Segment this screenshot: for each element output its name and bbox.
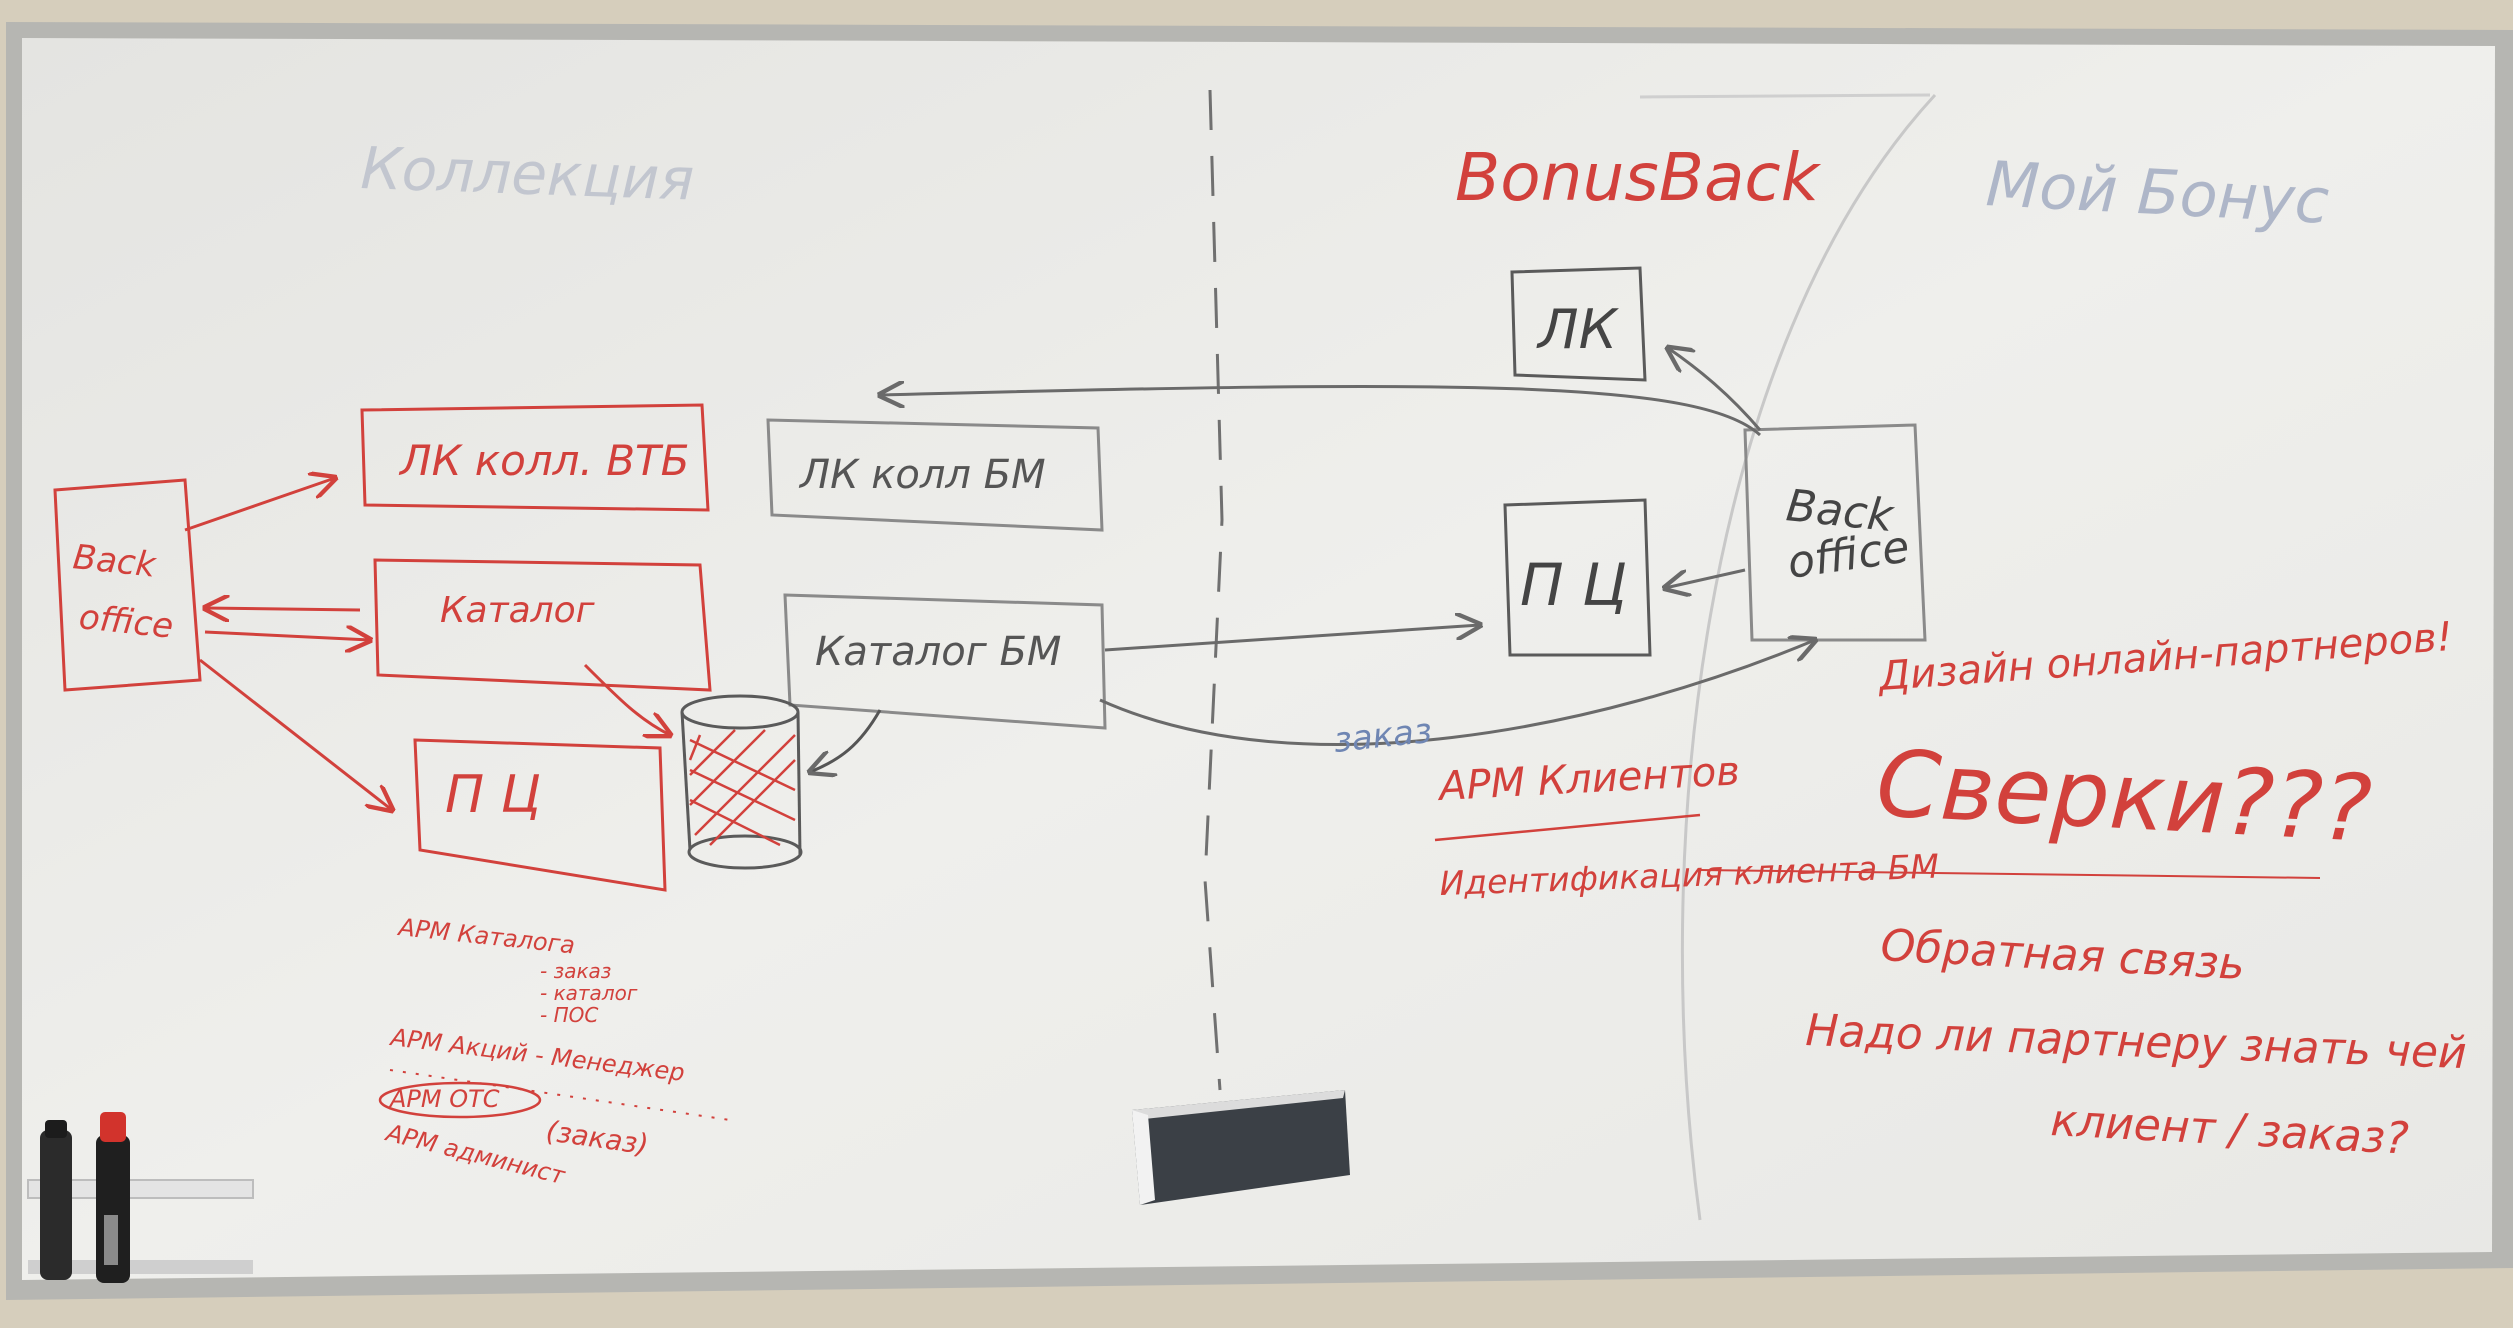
right-arrows — [880, 348, 1815, 746]
back-office-right-line1: Back — [1784, 480, 1897, 542]
divider-line — [1203, 89, 1224, 1091]
arm-clients-underline — [1434, 813, 1701, 842]
box-back-office-left — [53, 478, 202, 692]
arm-sub-2: - каталог — [540, 981, 638, 1005]
box-pc-right — [1503, 498, 1652, 657]
arm-dotted-line — [389, 1069, 731, 1121]
pc-right-label: П Ц — [1520, 551, 1627, 619]
faint-curve — [1680, 93, 1937, 1221]
catalog-label: Каталог — [440, 590, 596, 631]
box-lk-coll-vtb — [360, 403, 710, 512]
box-catalog-bm — [783, 593, 1107, 730]
database-cylinder — [680, 694, 803, 870]
board-surface — [22, 38, 2495, 1280]
eraser[interactable] — [1132, 1090, 1350, 1205]
arm-sub-3: - ПОС — [540, 1003, 598, 1027]
pc-left-label: П Ц — [445, 765, 541, 825]
red-marker[interactable] — [96, 1112, 130, 1283]
lk-right-label: ЛК — [1536, 298, 1620, 361]
marker-tray — [27, 1179, 254, 1274]
lk-coll-bm-label: ЛК колл БМ — [798, 452, 1046, 498]
box-lk-right — [1510, 266, 1647, 382]
lk-coll-vtb-label: ЛК колл. ВТБ — [398, 436, 690, 485]
box-catalog — [373, 558, 712, 692]
back-office-left-line1: Back — [71, 537, 159, 586]
identification-underline — [1699, 869, 2321, 879]
reconciliations-note: Сверки??? — [1874, 730, 2374, 863]
arm-sub-1: - заказ — [540, 959, 611, 983]
catalog-bm-label: Каталог БМ — [815, 629, 1061, 675]
arm-ots-oval — [378, 1081, 542, 1119]
box-back-office-right — [1743, 423, 1927, 642]
box-pc-left — [413, 738, 667, 892]
left-arrows — [184, 478, 882, 810]
box-lk-coll-bm — [766, 418, 1104, 532]
section-title-my-bonus: Мой Бонус — [1984, 147, 2331, 238]
arm-ots-note: АРМ ОТС — [388, 1085, 500, 1113]
black-marker[interactable] — [40, 1120, 72, 1280]
back-office-left-line2: office — [77, 597, 175, 647]
section-title-collection: Коллекция — [360, 134, 696, 214]
faint-underline — [1639, 93, 1931, 99]
section-title-bonusback: BonusBack — [1455, 139, 1822, 216]
